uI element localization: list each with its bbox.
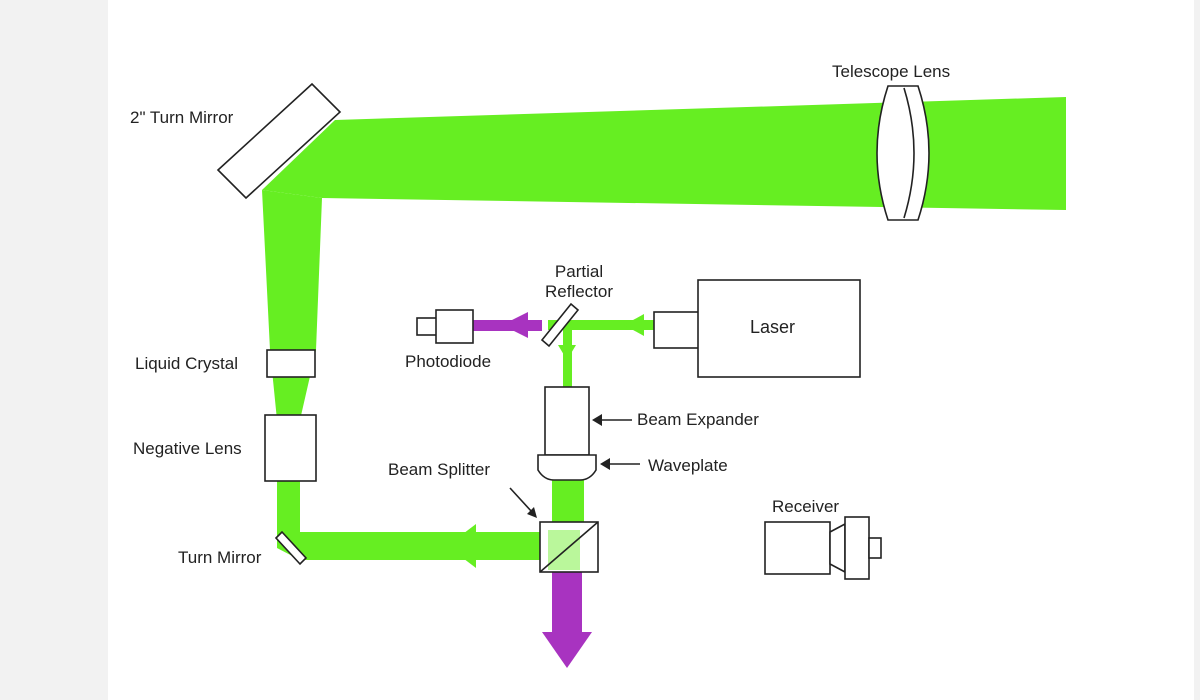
label-turn-mirror: Turn Mirror xyxy=(178,548,262,567)
laser-device xyxy=(653,279,861,378)
arrow-waveplate xyxy=(600,458,640,470)
arrow-beam-expander xyxy=(592,414,632,426)
label-partial-reflector: Partial Reflector xyxy=(524,262,634,302)
turn-mirror-2in xyxy=(216,82,342,200)
telescope-lens xyxy=(876,85,930,221)
photodiode xyxy=(416,309,474,344)
green-beams xyxy=(262,97,1066,570)
beam-laser-output xyxy=(548,320,656,330)
beam-out-bottom xyxy=(552,572,582,634)
label-telescope-lens: Telescope Lens xyxy=(832,62,951,81)
label-beam-expander: Beam Expander xyxy=(637,410,759,429)
beam-telescope-to-turn-mirror xyxy=(262,97,1066,210)
label-partial-reflector-line2: Reflector xyxy=(544,282,614,301)
label-beam-splitter: Beam Splitter xyxy=(388,460,491,479)
beam-splitter xyxy=(539,521,599,573)
beam-inside-splitter xyxy=(548,530,580,570)
components xyxy=(216,82,930,580)
beam-horizontal-bottom xyxy=(277,532,540,560)
beam-expander xyxy=(544,386,590,456)
beam-arrow-laser xyxy=(624,314,644,336)
beam-arrow-left xyxy=(447,524,476,568)
pointer-arrows xyxy=(509,414,640,518)
label-partial-reflector-line1: Partial xyxy=(554,262,604,281)
liquid-crystal xyxy=(266,349,316,378)
beam-waveplate-to-splitter xyxy=(552,478,584,522)
arrow-beam-splitter xyxy=(509,487,537,518)
negative-lens xyxy=(264,414,317,482)
turn-mirror-bottom xyxy=(274,530,308,566)
label-photodiode: Photodiode xyxy=(405,352,492,371)
label-laser: Laser xyxy=(750,317,796,337)
label-receiver: Receiver xyxy=(772,497,840,516)
label-waveplate: Waveplate xyxy=(648,456,728,475)
waveplate xyxy=(537,454,597,481)
label-negative-lens: Negative Lens xyxy=(133,439,242,458)
partial-reflector xyxy=(540,302,580,348)
label-2in-turn-mirror: 2" Turn Mirror xyxy=(130,108,234,127)
receiver xyxy=(764,516,882,580)
beam-arrow-photodiode xyxy=(502,312,528,338)
beam-arrow-down xyxy=(558,345,576,360)
purple-beams xyxy=(472,312,592,668)
beam-arrow-out-bottom xyxy=(542,632,592,668)
label-liquid-crystal: Liquid Crystal xyxy=(135,354,238,373)
